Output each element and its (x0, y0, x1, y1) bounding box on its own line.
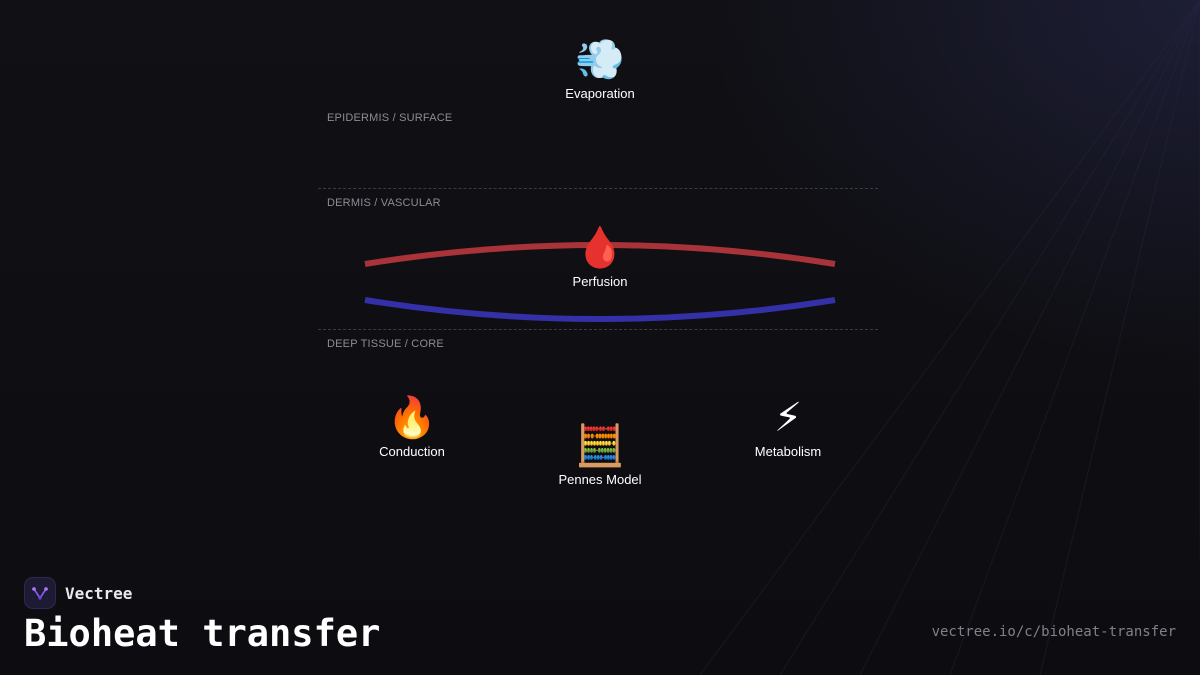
fire-icon: 🔥 (387, 396, 437, 440)
node-metabolism: ⚡ Metabolism (708, 394, 868, 459)
abacus-icon: 🧮 (575, 424, 625, 468)
brand-name: Vectree (65, 583, 133, 603)
node-pennes-model: 🧮 Pennes Model (520, 422, 680, 487)
layer-label-vascular: DERMIS / VASCULAR (327, 197, 441, 209)
layer-divider-upper (318, 188, 878, 189)
layer-label-core: DEEP TISSUE / CORE (327, 338, 444, 350)
node-evaporation-label: Evaporation (565, 86, 635, 101)
layer-divider-lower (318, 329, 878, 330)
arterial-vessel (364, 242, 836, 267)
lightning-icon: ⚡ (773, 396, 803, 440)
vectree-logo-icon (24, 577, 56, 609)
node-evaporation: 💨 Evaporation (520, 36, 680, 101)
brand[interactable]: Vectree (24, 577, 132, 609)
node-perfusion-label: Perfusion (572, 274, 628, 289)
dash-wind-icon: 💨 (575, 38, 625, 82)
node-perfusion: 🩸 Perfusion (520, 224, 680, 289)
page-title: Bioheat transfer (24, 612, 381, 655)
node-metabolism-label: Metabolism (754, 444, 822, 459)
venous-vessel (364, 297, 836, 322)
blood-drop-icon: 🩸 (575, 226, 625, 270)
node-pennes-model-label: Pennes Model (558, 472, 642, 487)
page-url[interactable]: vectree.io/c/bioheat-transfer (931, 624, 1176, 640)
layer-label-surface: EPIDERMIS / SURFACE (327, 112, 453, 124)
node-conduction: 🔥 Conduction (332, 394, 492, 459)
node-conduction-label: Conduction (379, 444, 445, 459)
